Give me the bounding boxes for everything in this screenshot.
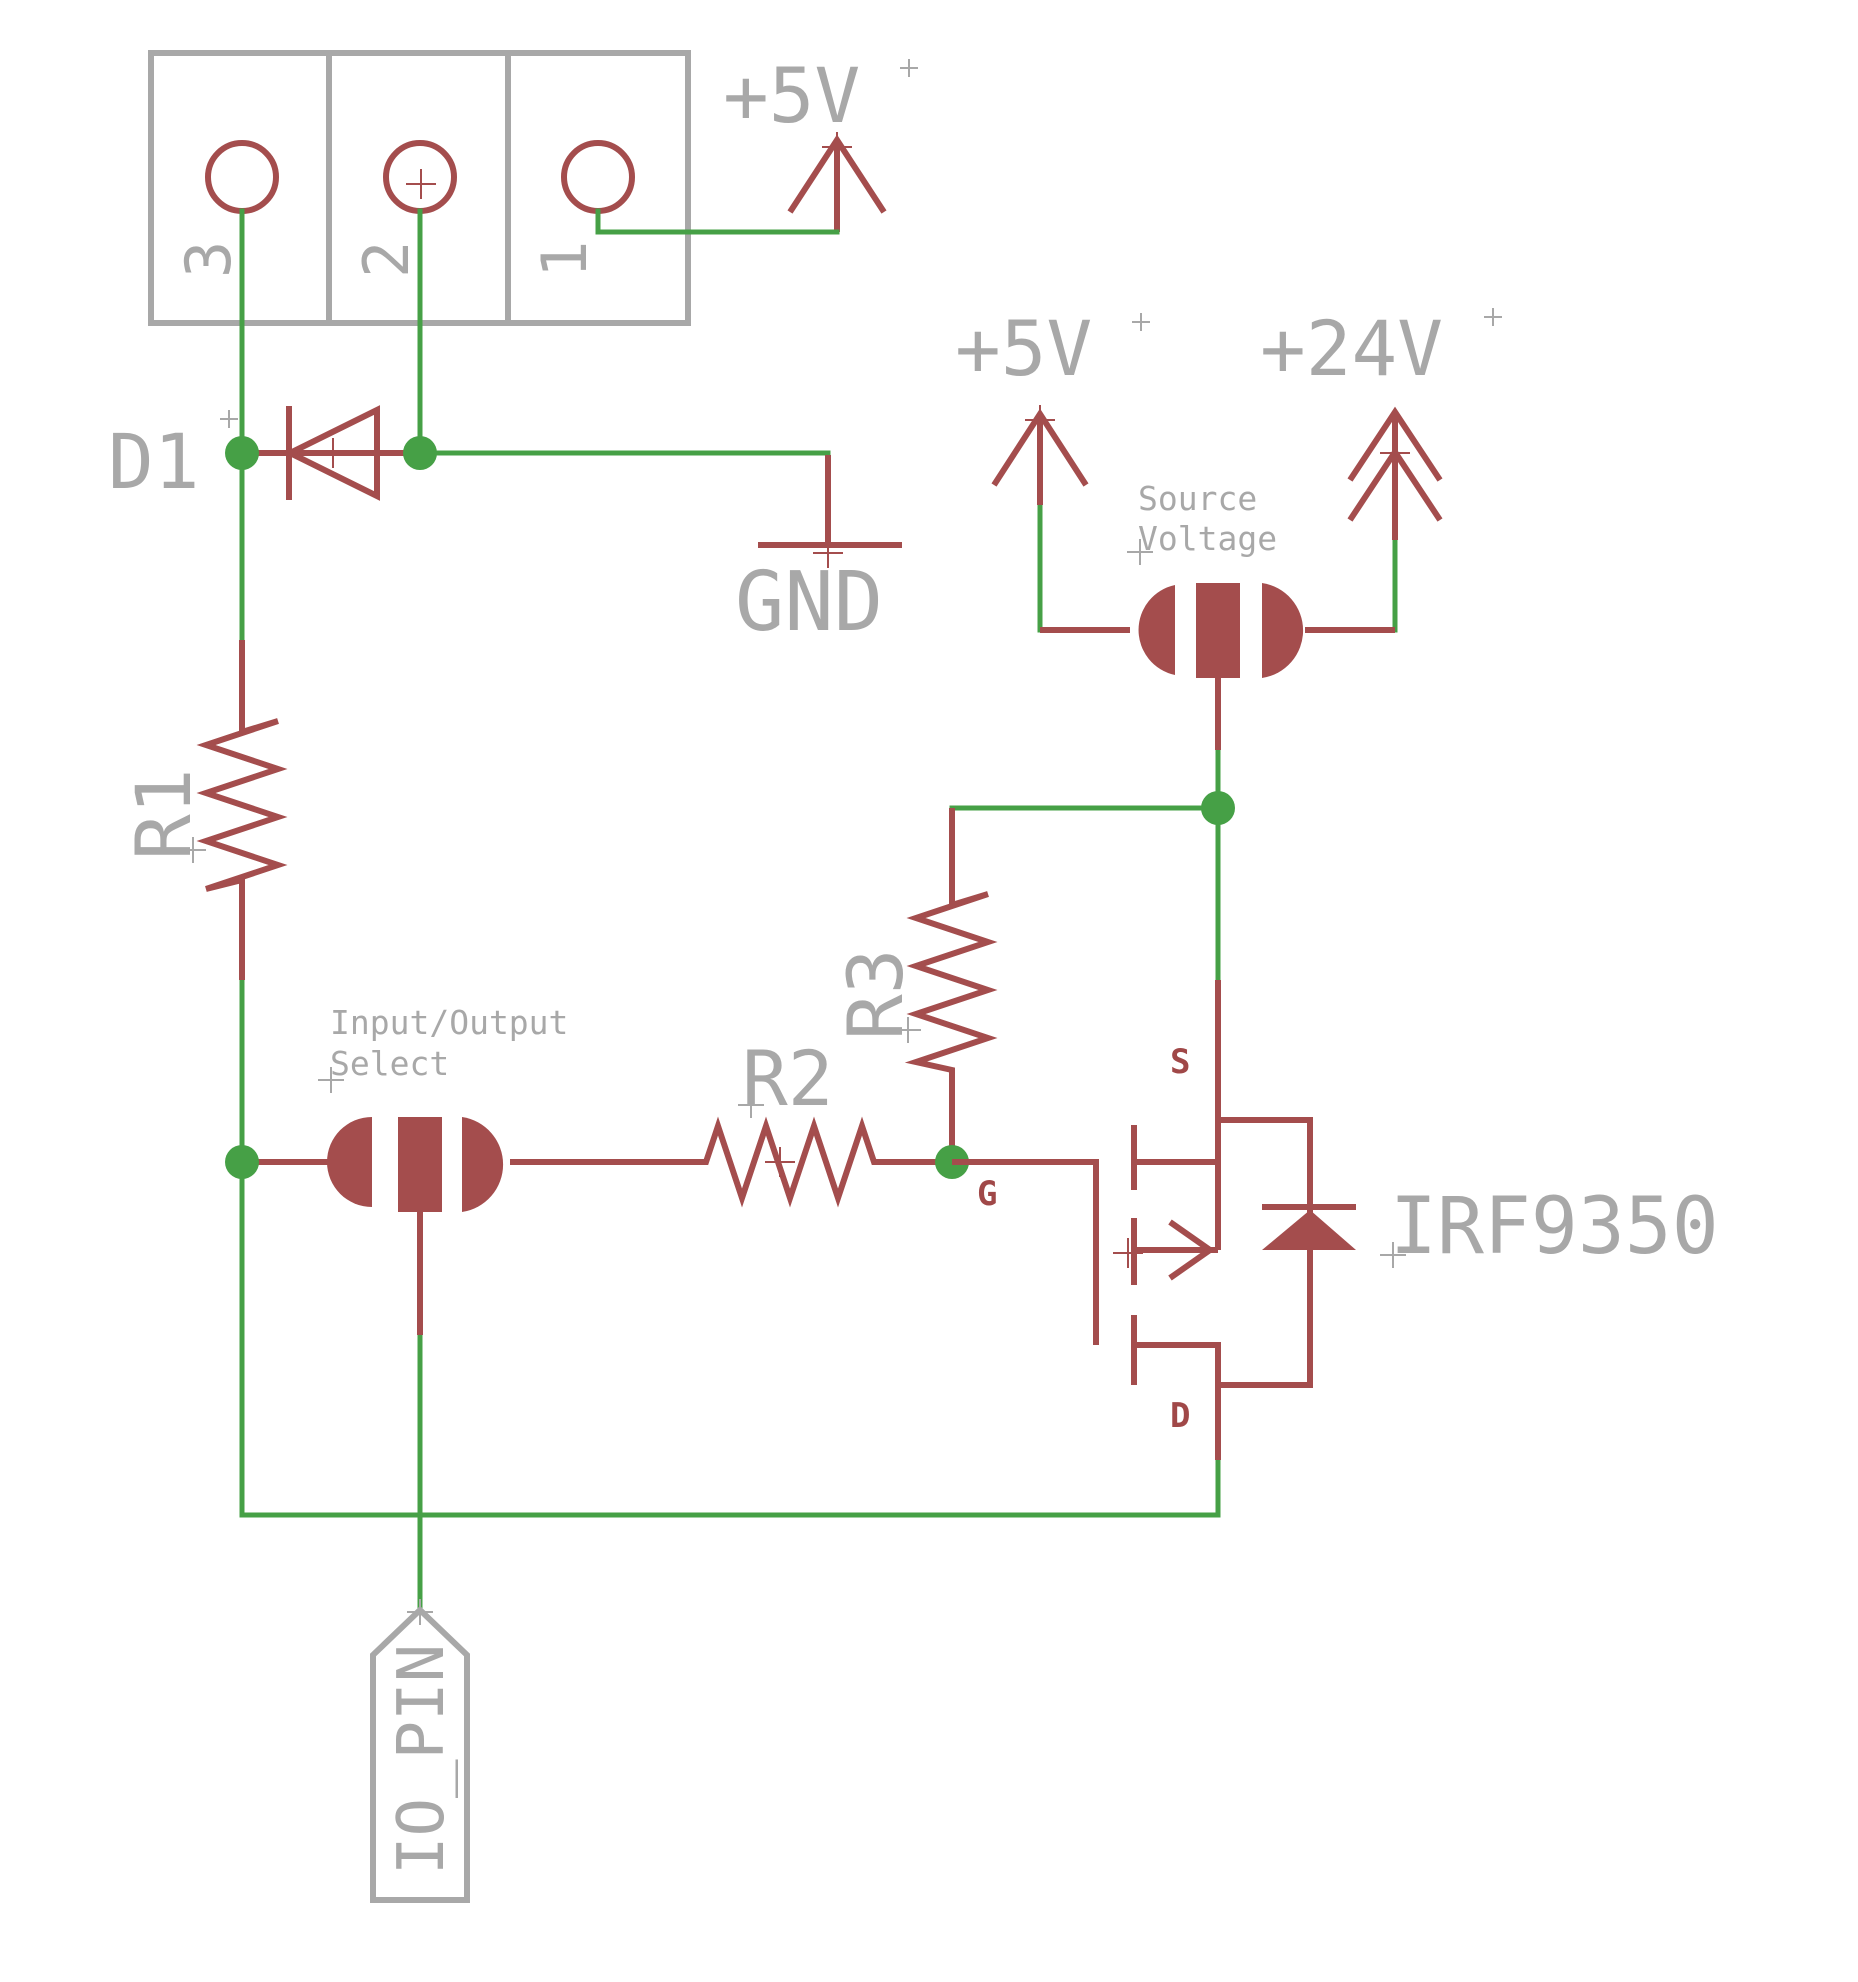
supply-5v-source-origin (1025, 405, 1055, 435)
d1-origin-cross (318, 438, 348, 468)
supply-24v-source: +24V (1260, 304, 1502, 540)
r2-label-origin (738, 1092, 764, 1118)
ground-symbol: GND (735, 455, 902, 650)
r2-label: R2 (742, 1034, 834, 1123)
wire-gnd (417, 450, 831, 543)
jumper-src-left-pad (1138, 585, 1175, 675)
io-pin-label: IO_PIN (385, 1644, 459, 1875)
connector-pin-1-label: 1 (528, 241, 601, 278)
supply-5v-source: +5V (955, 304, 1150, 505)
resistor-r2: R2 (690, 1034, 952, 1208)
source-voltage-label-line2: Voltage (1138, 519, 1277, 558)
wire-pin1-5v (595, 208, 840, 235)
jumper-io-select: Input/Output Select (242, 1003, 690, 1335)
connector-pin-2-label: 2 (350, 241, 423, 278)
io-select-label-line2: Select (330, 1044, 449, 1083)
d1-label-origin (220, 410, 238, 428)
wires (239, 208, 1398, 1613)
mosfet-label-origin (1380, 1242, 1406, 1268)
jumper-src-right-pad (1262, 583, 1304, 678)
mosfet-part-label: IRF9350 (1390, 1182, 1719, 1272)
junction-d1-anode (225, 436, 259, 470)
diode-d1-triangle (283, 405, 380, 501)
r3-label-origin (895, 1017, 921, 1043)
io-pin-origin (407, 1599, 433, 1625)
r3-label: R3 (831, 948, 920, 1040)
io-select-label-line1: Input/Output (330, 1003, 568, 1042)
junction-d1-cathode (403, 436, 437, 470)
r1-label: R1 (119, 768, 208, 860)
r2-origin-cross (765, 1147, 795, 1177)
supply-24v-arrow-icon (1347, 406, 1443, 540)
io-pin-port-outline (370, 1605, 470, 1903)
connector-pin-3-label: 3 (172, 241, 245, 278)
junction-io-select (225, 1145, 259, 1179)
connector-origin-cross (406, 169, 436, 199)
wire-r3-source (949, 805, 1221, 871)
supply-5v-source-label-origin (1132, 313, 1150, 331)
supply-24v-label-origin (1484, 308, 1502, 326)
jumper-src-center-pad (1196, 583, 1240, 678)
source-voltage-label-origin (1127, 539, 1153, 565)
jumper-io-right-pad (462, 1117, 504, 1212)
mosfet-pin-s-label: S (1170, 1042, 1190, 1082)
jumper-source-voltage: Source Voltage (1040, 479, 1395, 750)
junction-source (1201, 791, 1235, 825)
io-pin-port: IO_PIN (370, 1599, 470, 1903)
mosfet-gate-lead (952, 1159, 1099, 1345)
mosfet-body-arrow-icon (1168, 1219, 1216, 1281)
mosfet-pin-d-label: D (1170, 1396, 1190, 1436)
d1-label: D1 (108, 417, 200, 506)
resistor-r3-zigzag (904, 808, 998, 1162)
wire-bottom-bus (239, 1159, 1221, 1518)
resistor-r1-zigzag (196, 640, 288, 980)
resistor-r1: R1 (119, 640, 288, 980)
mosfet-drain-lead (1134, 1342, 1221, 1460)
gnd-label: GND (735, 555, 883, 650)
mosfet-body-diode-triangle (1262, 1210, 1356, 1250)
jumper-io-left-pad (327, 1117, 372, 1207)
mosfet-body-diode-loop (1218, 1117, 1313, 1388)
mosfet-irf9350: S G D IRF9350 (952, 980, 1719, 1460)
resistor-r2-zigzag (690, 1116, 952, 1208)
supply-5v-connector: +5V (723, 51, 918, 232)
gnd-origin-cross (813, 538, 843, 568)
diode-d1: D1 (108, 405, 420, 506)
connector-pin-1-pad (561, 140, 635, 214)
supply-origin-cross (822, 132, 852, 162)
mosfet-origin-cross (1113, 1238, 1143, 1268)
supply-24v-origin (1380, 438, 1410, 468)
io-select-label-origin (318, 1067, 344, 1093)
jumper-io-center-pad (398, 1117, 442, 1212)
mosfet-pin-g-label: G (977, 1174, 997, 1214)
resistor-r3: R3 (831, 808, 998, 1162)
supply-5v-source-label: +5V (955, 304, 1092, 393)
supply-24v-label: +24V (1260, 304, 1443, 393)
supply-5v-connector-label: +5V (723, 51, 860, 140)
r1-label-origin (180, 837, 206, 863)
connector-pin-3-pad (205, 140, 279, 214)
source-voltage-label-line1: Source (1138, 479, 1257, 518)
supply-label-origin (900, 59, 918, 77)
